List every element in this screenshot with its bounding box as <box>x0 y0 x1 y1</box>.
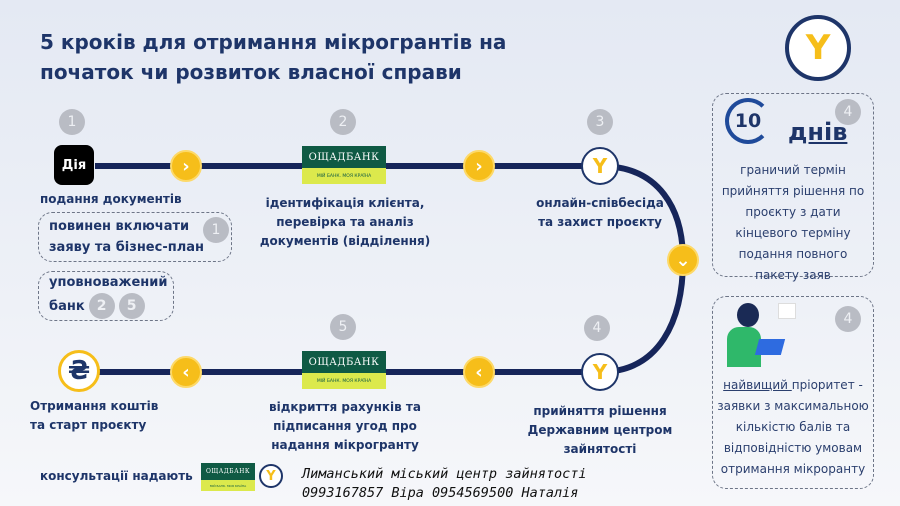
badge: 1 <box>203 217 229 243</box>
badge: 4 <box>835 306 861 332</box>
employment-service-emblem-small: Y <box>259 464 283 488</box>
chevron-left-icon: ‹ <box>463 356 495 388</box>
badge: 5 <box>118 293 145 319</box>
days-unit: днів <box>788 118 848 146</box>
hryvnia-icon: ₴ <box>58 350 100 392</box>
step-number-1: 1 <box>59 109 85 135</box>
countdown-icon: 10 <box>725 98 771 144</box>
step1-label: подання документів <box>40 192 182 206</box>
chevron-left-icon: ‹ <box>170 356 202 388</box>
person-laptop-illustration <box>723 303 796 367</box>
diia-app-icon: Дія <box>54 145 94 185</box>
step-number-5: 5 <box>330 314 356 340</box>
chevron-right-icon: › <box>170 150 202 182</box>
step-number-4: 4 <box>584 315 610 341</box>
footer-label: консультації надають <box>40 469 193 483</box>
step2-label: ідентифікація клієнта,перевірка та аналі… <box>259 196 431 248</box>
employment-service-logo: Y <box>785 15 851 81</box>
priority-info-box: 4 найвищий пріоритет - заявки з максимал… <box>712 296 874 489</box>
badge: 4 <box>835 99 861 125</box>
step-number-2: 2 <box>330 109 356 135</box>
employment-service-emblem: Y <box>581 353 619 391</box>
step-number-3: 3 <box>587 109 613 135</box>
employment-service-emblem: Y <box>581 147 619 185</box>
priority-description: найвищий пріоритет - заявки з максимальн… <box>717 378 869 476</box>
chevron-down-icon: ⌄ <box>667 244 699 276</box>
badge: 2 <box>88 293 115 319</box>
chevron-right-icon: › <box>463 150 495 182</box>
